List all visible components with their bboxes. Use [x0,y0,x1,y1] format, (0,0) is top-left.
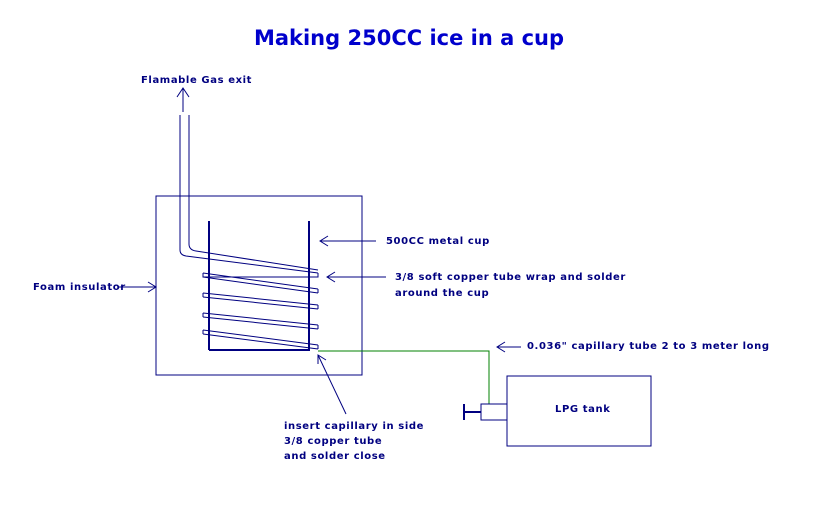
label-insert-line2: 3/8 copper tube [284,436,383,447]
label-lpg-tank: LPG tank [555,404,611,415]
foam-insulator-box [155,195,363,376]
label-gas-exit: Flamable Gas exit [141,75,253,86]
arrow-capillary-tube [496,341,521,353]
arrow-insert-capillary [317,354,347,415]
arrow-metal-cup [319,235,376,247]
arrow-foam-insulator [118,281,157,293]
label-metal-cup: 500CC metal cup [386,236,490,247]
gas-exit-tube [179,115,319,274]
valve-icon [463,403,508,421]
page-title: Making 250CC ice in a cup [253,26,565,50]
label-copper-wrap-line2: around the cup [395,288,490,299]
arrow-copper-wrap [326,271,386,283]
label-insert-line3: and solder close [284,451,386,462]
label-insert-line1: insert capillary in side [284,421,425,432]
copper-coil [202,272,319,350]
label-copper-wrap-line1: 3/8 soft copper tube wrap and solder [395,272,626,283]
arrow-gas-exit [176,87,190,112]
capillary-tube [318,350,490,404]
label-capillary-tube: 0.036" capillary tube 2 to 3 meter long [527,341,770,352]
label-foam-insulator: Foam insulator [33,282,126,293]
